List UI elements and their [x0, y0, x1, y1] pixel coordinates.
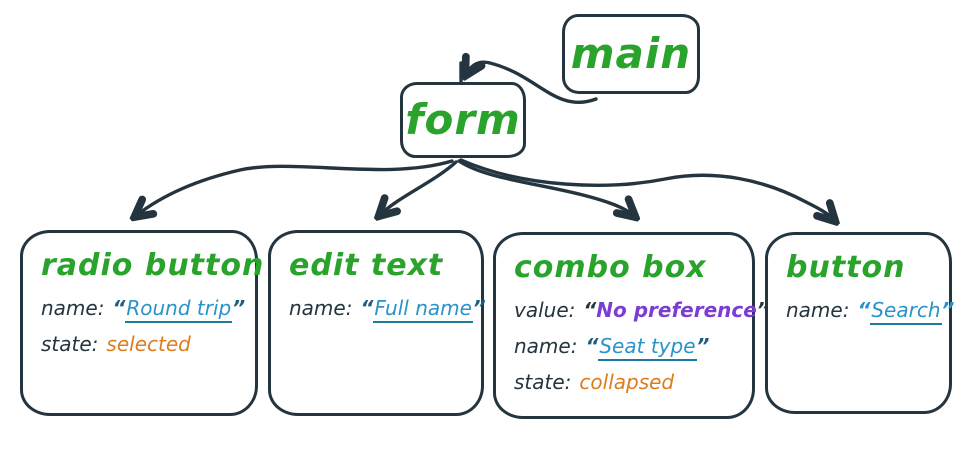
open-quote: “ [360, 295, 374, 320]
property-row-value: value:“No preference” [514, 297, 770, 322]
property-row-name: name: “Full name” [289, 295, 486, 323]
property-value-name: Full name [373, 295, 473, 323]
close-quote: ” [696, 333, 710, 358]
open-quote: “ [585, 333, 599, 358]
property-key: state: [41, 331, 99, 356]
arrow-form-to-combo [457, 159, 633, 215]
property-row-name: name: “Round trip” [41, 295, 245, 323]
arrow-form-to-button [459, 158, 833, 219]
property-key: name: [786, 297, 850, 322]
property-row-name: name: “Search” [786, 297, 954, 325]
node-button: button name: “Search” [765, 232, 954, 414]
close-quote: ” [232, 295, 246, 320]
property-row-state: state: selected [41, 333, 239, 355]
node-main-label: main [570, 29, 692, 78]
node-form: form [400, 82, 526, 158]
arrow-form-to-radio [137, 159, 454, 215]
node-combo-box-title: combo box [514, 250, 707, 285]
node-radio-button: radio button name: “Round trip” state: sel… [20, 230, 265, 416]
property-value-state: collapsed [579, 369, 675, 394]
node-combo-box: combo box value:“No preference” name:“Se… [493, 232, 770, 419]
property-row-state: state: collapsed [514, 371, 736, 393]
property-key: name: [41, 295, 105, 320]
close-quote: ” [472, 295, 486, 320]
node-edit-text-title: edit text [289, 248, 444, 283]
property-value-state: selected [106, 331, 191, 356]
node-radio-button-title: radio button [41, 248, 265, 283]
node-button-title: button [786, 250, 906, 285]
open-quote: “ [583, 297, 597, 322]
property-key: name: [289, 295, 353, 320]
node-form-label: form [405, 95, 521, 144]
property-value-value: No preference [596, 297, 757, 322]
property-row-name: name: “Seat type” [514, 333, 736, 361]
property-value-name: Seat type [598, 333, 697, 361]
open-quote: “ [857, 297, 871, 322]
property-key: state: [514, 369, 572, 394]
property-key: value: [514, 297, 576, 322]
arrow-form-to-edit [381, 160, 458, 214]
property-key: name: [514, 333, 578, 358]
property-value-name: Round trip [125, 295, 233, 323]
open-quote: “ [112, 295, 126, 320]
property-value-name: Search [870, 297, 942, 325]
node-edit-text: edit text name: “Full name” [268, 230, 486, 416]
node-main: main [562, 14, 700, 94]
close-quote: ” [941, 297, 955, 322]
